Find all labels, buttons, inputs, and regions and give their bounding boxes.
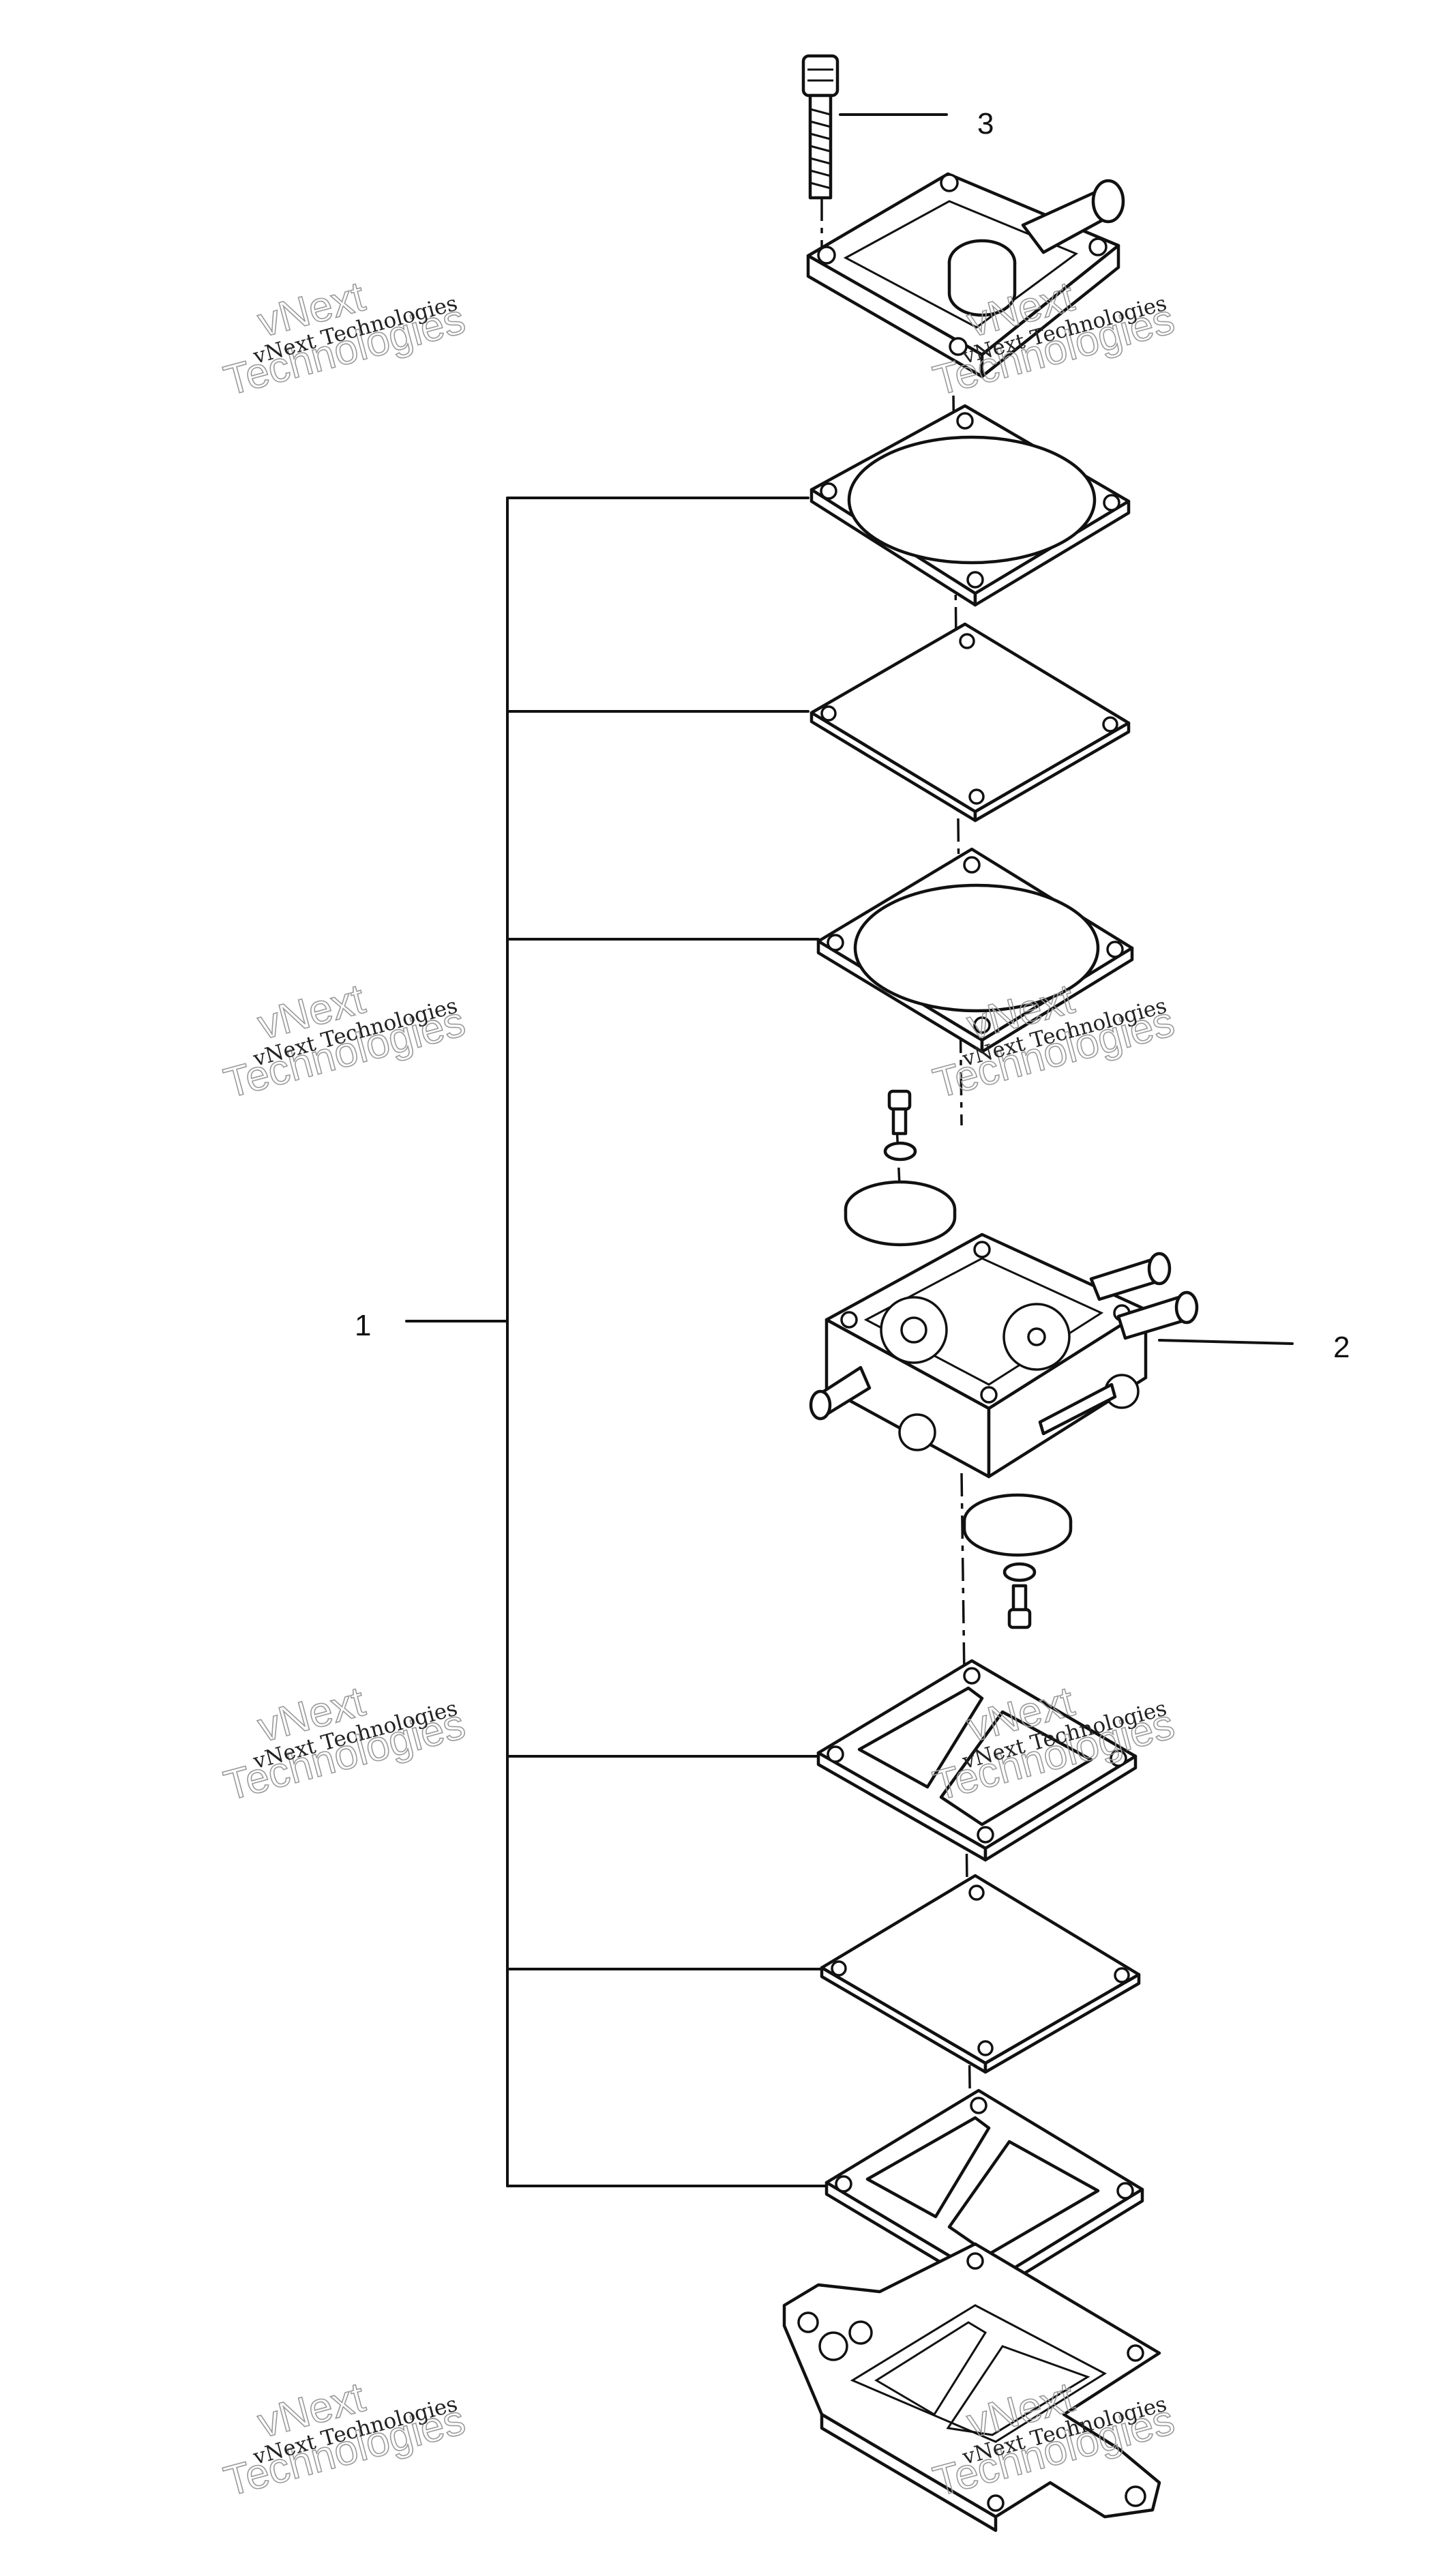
- leader-line-2: [1158, 1339, 1294, 1345]
- callout-3: 3: [977, 107, 994, 141]
- watermark-1: vNext Technologies vNext Technologies: [219, 272, 471, 405]
- screw-part-3: [801, 54, 840, 200]
- callout-2: 2: [1333, 1331, 1350, 1364]
- callout-1: 1: [355, 1309, 371, 1342]
- pump-top-cover: [806, 172, 1125, 379]
- gasket-upper-1: [809, 404, 1131, 607]
- gasket-lower-1: [816, 1659, 1138, 1862]
- pump-base-plate: [782, 2242, 1161, 2532]
- diaphragm-upper: [809, 622, 1131, 823]
- valve-screw-upper: [844, 1089, 957, 1247]
- watermark-5: vNext Technologies vNext Technologies: [219, 1677, 471, 1810]
- diaphragm-lower: [820, 1874, 1141, 2074]
- watermark-7: vNext Technologies vNext Technologies: [219, 2373, 471, 2506]
- pump-body-part-2: [809, 1232, 1199, 1479]
- valve-screw-lower: [962, 1493, 1073, 1629]
- watermark-3: vNext Technologies vNext Technologies: [219, 975, 471, 1108]
- gasket-upper-2: [816, 847, 1134, 1054]
- bracket-callout-1: [405, 497, 827, 2187]
